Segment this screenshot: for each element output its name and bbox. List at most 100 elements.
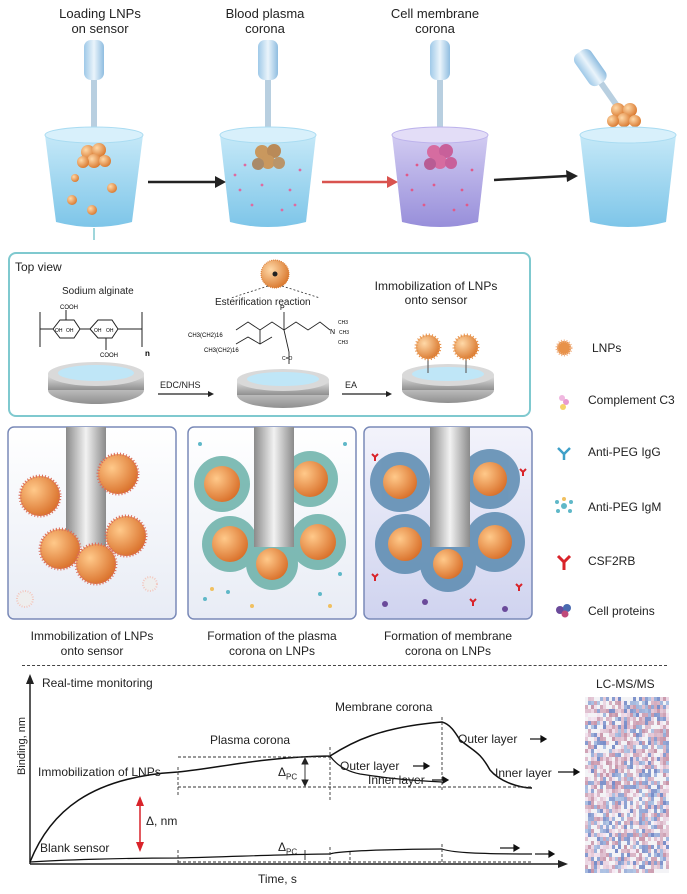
heatmap-cell (603, 849, 606, 853)
lnp-cluster-membrane (424, 144, 457, 170)
heatmap-cell (639, 709, 642, 713)
heatmap-cell (651, 853, 654, 857)
heatmap-cell (624, 797, 627, 801)
heatmap-cell (624, 809, 627, 813)
heatmap-cell (630, 733, 633, 737)
heatmap-cell (666, 845, 669, 849)
heatmap-cell (633, 753, 636, 757)
heatmap-cell (603, 773, 606, 777)
heatmap-cell (651, 809, 654, 813)
heatmap-cell (654, 865, 657, 869)
heatmap-cell (603, 717, 606, 721)
heatmap-cell (630, 841, 633, 845)
heatmap-cell (663, 825, 666, 829)
heatmap-cell (654, 713, 657, 717)
heatmap-cell (603, 757, 606, 761)
heatmap-cell (585, 697, 588, 701)
delta-pc-label-2: ΔPC (278, 840, 298, 857)
heatmap-cell (615, 737, 618, 741)
heatmap-cell (645, 853, 648, 857)
heatmap-cell (606, 845, 609, 849)
heatmap-cell (663, 869, 666, 873)
heatmap-cell (666, 749, 669, 753)
heatmap-cell (663, 737, 666, 741)
legend-icons (555, 339, 573, 618)
plasma-proteins (233, 163, 302, 212)
heatmap-cell (597, 853, 600, 857)
heatmap-cell (591, 705, 594, 709)
heatmap-cell (603, 765, 606, 769)
heatmap-cell (648, 737, 651, 741)
heatmap-cell (633, 785, 636, 789)
heatmap-cell (621, 809, 624, 813)
dspe-molecule (235, 312, 331, 364)
heatmap-cell (639, 765, 642, 769)
arrow-stage-1 (148, 176, 226, 188)
heatmap-cell (600, 725, 603, 729)
membrane-corona-label: Membrane corona (335, 700, 433, 714)
heatmap-cell (636, 793, 639, 797)
heatmap-cell (585, 725, 588, 729)
heatmap-cell (624, 865, 627, 869)
heatmap-cell (666, 869, 669, 873)
heatmap-cell (657, 849, 660, 853)
heatmap-cell (666, 765, 669, 769)
heatmap-cell (600, 781, 603, 785)
heatmap-cell (612, 781, 615, 785)
heatmap-cell (639, 749, 642, 753)
heatmap-cell (636, 801, 639, 805)
heatmap-cell (639, 845, 642, 849)
heatmap-cell (657, 829, 660, 833)
heatmap-cell (624, 829, 627, 833)
heatmap-cell (630, 769, 633, 773)
heatmap-cell (633, 789, 636, 793)
heatmap-cell (642, 801, 645, 805)
heatmap-cell (585, 825, 588, 829)
heatmap-cell (585, 813, 588, 817)
probe (66, 427, 106, 547)
heatmap-cell (594, 829, 597, 833)
heatmap-cell (639, 737, 642, 741)
heatmap-cell (609, 701, 612, 705)
heatmap-cell (606, 857, 609, 861)
heatmap-cell (603, 745, 606, 749)
heatmap-cell (630, 773, 633, 777)
heatmap-cell (594, 705, 597, 709)
heatmap-cell (594, 697, 597, 701)
heatmap-cell (618, 769, 621, 773)
beaker-loading (44, 40, 144, 227)
heatmap-cell (666, 717, 669, 721)
heatmap-cell (630, 817, 633, 821)
heatmap-cell (624, 825, 627, 829)
heatmap-cell (660, 825, 663, 829)
heatmap-cell (651, 773, 654, 777)
heatmap-cell (609, 733, 612, 737)
heatmap-cell (648, 841, 651, 845)
heatmap-cell (633, 781, 636, 785)
heatmap-cell (615, 793, 618, 797)
heatmap-cell (621, 829, 624, 833)
heatmap-cell (630, 805, 633, 809)
heatmap-cell (642, 833, 645, 837)
heatmap-cell (585, 849, 588, 853)
heatmap-cell (588, 777, 591, 781)
heatmap-cell (606, 717, 609, 721)
heatmap-cell (603, 725, 606, 729)
heatmap-cell (588, 805, 591, 809)
heatmap-cell (600, 825, 603, 829)
heatmap-cell (666, 769, 669, 773)
heatmap-cell (645, 781, 648, 785)
beaker-rim (44, 126, 144, 144)
heatmap-cell (627, 709, 630, 713)
heatmap-cell (663, 741, 666, 745)
heatmap-cell (609, 753, 612, 757)
heatmap-cell (633, 865, 636, 869)
heatmap-cell (642, 781, 645, 785)
heatmap-cell (663, 793, 666, 797)
heatmap-cell (663, 845, 666, 849)
immobilization-top-label: Immobilization of LNPs onto sensor (374, 279, 498, 307)
heatmap-cell (636, 809, 639, 813)
legend-lnps: LNPs (592, 341, 622, 355)
heatmap-cell (636, 865, 639, 869)
heatmap-cell (642, 725, 645, 729)
